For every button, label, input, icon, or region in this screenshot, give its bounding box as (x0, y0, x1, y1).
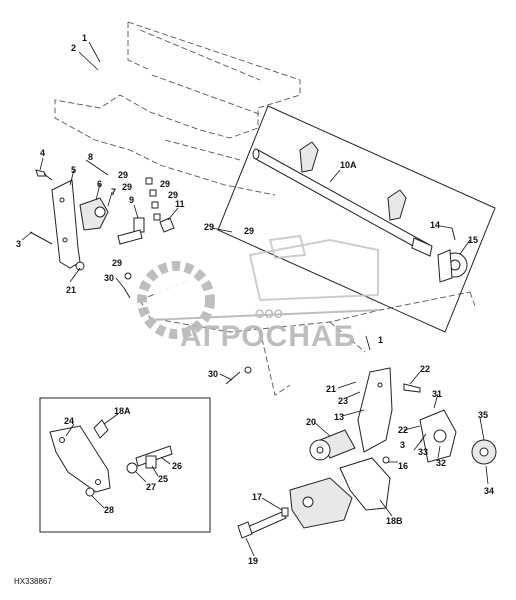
callout-23: 23 (338, 396, 348, 406)
callout-30-lower: 30 (208, 369, 218, 379)
shaft-10a (252, 141, 468, 283)
callout-33: 33 (418, 447, 428, 457)
callout-9: 9 (129, 195, 134, 205)
callout-28: 28 (104, 505, 114, 515)
figure-reference: HX338867 (14, 577, 52, 586)
callout-29-c: 29 (160, 179, 170, 189)
callout-3-right: 3 (400, 440, 405, 450)
callout-6: 6 (97, 179, 102, 189)
lower-left-inset-box (39, 397, 211, 533)
callout-30-left: 30 (104, 273, 114, 283)
callout-31: 31 (432, 389, 442, 399)
leader-lines (21, 41, 489, 557)
callout-29-b: 29 (122, 182, 132, 192)
gearbox-assembly (225, 366, 497, 539)
callout-22-upper: 22 (420, 364, 430, 374)
callout-8: 8 (88, 152, 93, 162)
callout-25: 25 (158, 474, 168, 484)
callout-29-a: 29 (118, 170, 128, 180)
callout-27: 27 (146, 482, 156, 492)
watermark-logo: ООО АГРОСНАБ (137, 234, 381, 353)
callout-26: 26 (172, 461, 182, 471)
callout-1-upper: 1 (82, 33, 87, 43)
callout-14: 14 (430, 220, 440, 230)
callout-11: 11 (175, 199, 185, 209)
frame-outline-lower (139, 279, 476, 396)
callout-17: 17 (252, 492, 262, 502)
callout-22-lower: 22 (398, 425, 408, 435)
callout-3-left: 3 (16, 239, 21, 249)
watermark-prefix: ООО (255, 307, 283, 321)
callout-7: 7 (111, 187, 116, 197)
callout-21-right: 21 (326, 384, 336, 394)
callout-16: 16 (398, 461, 408, 471)
bracket-assembly-left (29, 169, 109, 271)
callout-labels: 1 2 4 8 5 6 7 29 29 29 29 9 11 10A 14 15… (16, 33, 494, 566)
callout-19: 19 (248, 556, 258, 566)
small-hardware-upper (117, 177, 175, 299)
callout-24: 24 (64, 416, 74, 426)
callout-20: 20 (306, 417, 316, 427)
callout-34: 34 (484, 486, 494, 496)
callout-21-left: 21 (66, 285, 76, 295)
callout-18b: 18B (386, 516, 403, 526)
frame-outline-upper (54, 21, 301, 196)
callout-1-lower: 1 (378, 335, 383, 345)
callout-35: 35 (478, 410, 488, 420)
callout-2: 2 (71, 43, 76, 53)
callout-29-e: 29 (112, 258, 122, 268)
callout-13: 13 (334, 412, 344, 422)
callout-29-d: 29 (168, 190, 178, 200)
callout-15: 15 (468, 235, 478, 245)
callout-29-g: 29 (244, 226, 254, 236)
callout-18a: 18A (114, 406, 131, 416)
watermark-name: АГРОСНАБ (180, 320, 356, 353)
callout-29-f: 29 (204, 222, 214, 232)
callout-32: 32 (436, 458, 446, 468)
callout-10a: 10A (340, 160, 357, 170)
callout-4: 4 (40, 148, 45, 158)
callout-5: 5 (71, 165, 76, 175)
shaft-inset-box (217, 105, 496, 333)
